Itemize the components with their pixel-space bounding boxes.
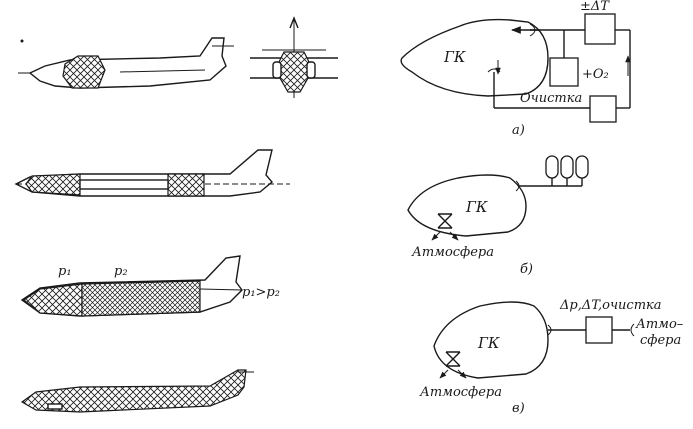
zone-p1-hatched (22, 283, 83, 317)
diagram-a: ГК ±ΔT +O₂ Очистка а) (400, 0, 631, 138)
label-dp-dt-cleaning: Δp,ΔT,очистка (559, 298, 662, 313)
cabin-hatched-front (277, 51, 311, 93)
o2-box (549, 57, 579, 87)
label-gk-v: ГК (477, 334, 500, 352)
aircraft-2 (14, 149, 290, 197)
cabin-hatched-2a (25, 173, 81, 196)
aircraft-1-front-view (250, 16, 338, 98)
label-delta-t: ±ΔT (580, 0, 610, 14)
cleaning-box (589, 95, 617, 123)
diagram-b: ГК Атмосфера б) (407, 155, 589, 277)
cabin-outline-a (400, 18, 549, 97)
cabin-hatched-1 (62, 55, 106, 89)
aircraft-3: p₁ p₂ p₁>p₂ (20, 255, 280, 317)
stray-dot (20, 39, 24, 43)
label-diagram-a: а) (512, 123, 525, 138)
gas-bottle-1 (545, 155, 559, 179)
label-p2: p₂ (114, 264, 128, 279)
aircraft-4 (20, 369, 254, 413)
label-atmosphere-b: Атмосфера (411, 245, 494, 260)
label-atmosphere-v: Атмосфера (419, 385, 502, 400)
aircraft-1-side-view (18, 37, 234, 89)
label-p1: p₁ (58, 264, 72, 279)
cabin-hatched-2b (167, 173, 205, 197)
label-p1-gt-p2: p₁>p₂ (242, 285, 280, 300)
cabin-outline-v (433, 301, 549, 379)
label-diagram-b: б) (520, 262, 533, 277)
label-cleaning: Очистка (520, 91, 582, 106)
label-diagram-v: в) (512, 401, 525, 416)
diagram-v: ГК Δp,ΔT,очистка Атмо– сфера Атмосфера в… (419, 298, 684, 416)
label-gk-b: ГК (465, 198, 488, 216)
zone-p2-hatched (81, 280, 201, 317)
label-atmo-line2: сфера (640, 333, 681, 348)
dp-dt-cleaning-box (585, 316, 613, 344)
label-atmo-line1: Атмо– (635, 317, 684, 332)
label-o2: +O₂ (582, 67, 609, 82)
gas-bottle-3 (575, 155, 589, 179)
delta-t-box (584, 13, 616, 45)
label-gk-a: ГК (443, 48, 466, 66)
gas-bottle-2 (560, 155, 574, 179)
